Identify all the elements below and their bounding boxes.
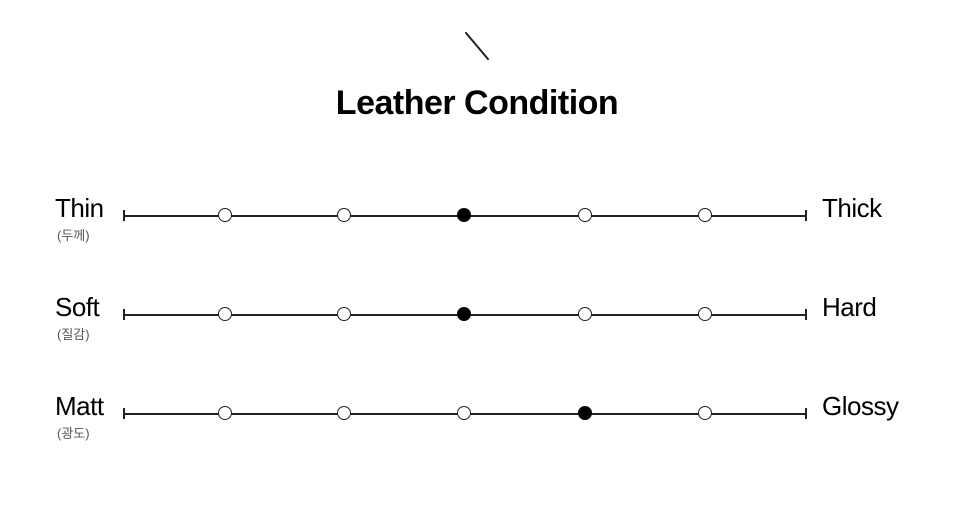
scale-row-gloss: Matt (광도) Glossy [0,391,960,473]
scale-start-cap [123,408,125,419]
right-label: Glossy [822,391,899,421]
left-label: Matt [55,391,104,421]
sub-label: (광도) [57,426,90,441]
scale-option-4[interactable] [578,307,592,321]
sub-label: (두께) [57,228,90,243]
scale-option-2[interactable] [337,208,351,222]
left-label: Soft [55,292,100,322]
scale-option-4[interactable] [578,208,592,222]
scale-option-3[interactable] [457,406,471,420]
left-label: Thin [55,193,104,223]
scale-option-3-selected[interactable] [457,208,471,222]
scale-start-cap [123,210,125,221]
scale-row-thickness: Thin (두께) Thick [0,193,960,275]
scale-start-cap [123,309,125,320]
scale-option-1[interactable] [218,307,232,321]
scale-option-3-selected[interactable] [457,307,471,321]
right-label: Hard [822,292,877,322]
sub-label: (질감) [57,327,90,342]
scale-option-2[interactable] [337,406,351,420]
scale-row-texture: Soft (질감) Hard [0,292,960,374]
scale-end-cap [805,210,807,221]
decorative-slash [464,31,490,61]
scale-end-cap [805,408,807,419]
scale-option-2[interactable] [337,307,351,321]
scale-option-1[interactable] [218,208,232,222]
scale-option-4-selected[interactable] [578,406,592,420]
scale-option-5[interactable] [698,208,712,222]
page-title: Leather Condition [335,84,619,122]
scale-option-5[interactable] [698,307,712,321]
right-label: Thick [822,193,882,223]
scale-option-5[interactable] [698,406,712,420]
scale-option-1[interactable] [218,406,232,420]
scale-end-cap [805,309,807,320]
